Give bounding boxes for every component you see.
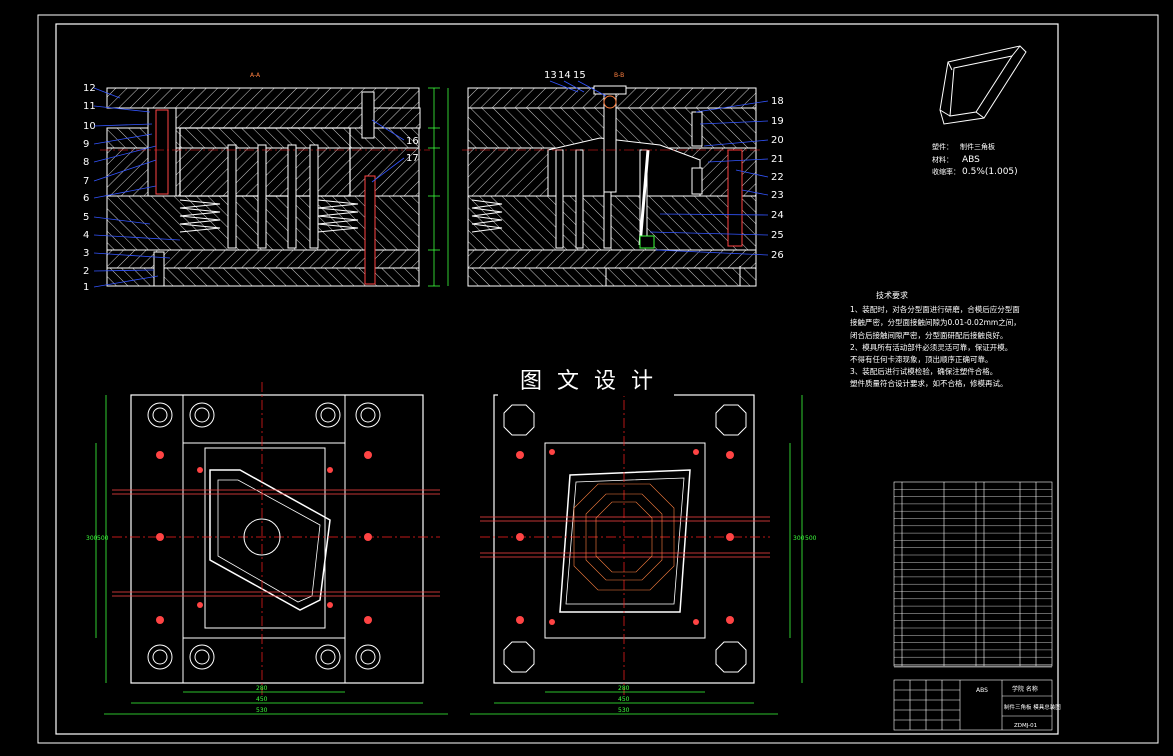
- plan-left-dim-side-1: 300: [86, 535, 98, 542]
- title-block-material: ABS: [976, 687, 988, 694]
- part-shrink-value: 0.5%(1.005): [962, 167, 1018, 177]
- part-no-20: 20: [771, 135, 784, 146]
- part-no-6: 6: [83, 193, 89, 204]
- plan-right-dim-bottom-2: 450: [618, 696, 630, 703]
- part-sketch: [939, 45, 1027, 125]
- tech-requirements: 技术要求 1、装配时，对各分型面进行研磨，合模后应分型面 接触严密，分型面接触间…: [850, 290, 1021, 388]
- plan-right-dim-side-2: 500: [805, 535, 817, 542]
- part-no-2: 2: [83, 266, 89, 277]
- part-material-value: ABS: [962, 155, 980, 165]
- tech-req-line-6: 3、装配后进行试模检验，确保注塑件合格。: [850, 366, 997, 376]
- tech-req-line-2: 接触严密，分型面接触间隙为0.01-0.02mm之间，: [850, 317, 1021, 327]
- title-block-school: 学院 名称: [1012, 685, 1038, 693]
- part-no-23: 23: [771, 190, 784, 201]
- part-number-labels-left: 12 11 10 9 8 7 6 5 4 3 2 1: [83, 83, 181, 293]
- plan-left-dim-bottom-3: 530: [256, 707, 268, 714]
- part-no-4: 4: [83, 230, 89, 241]
- part-no-12: 12: [83, 83, 96, 94]
- part-name-label: 塑件：: [932, 142, 953, 151]
- part-no-18: 18: [771, 96, 784, 107]
- title-block-drawing-no: ZDMJ-01: [1014, 723, 1037, 729]
- part-no-7: 7: [83, 176, 89, 187]
- part-name-value: 制件三角板: [960, 142, 995, 151]
- part-no-8: 8: [83, 157, 89, 168]
- part-no-25: 25: [771, 230, 784, 241]
- section-label-right: B-B: [614, 72, 624, 79]
- outer-border: [37, 14, 1159, 744]
- part-no-24: 24: [771, 210, 784, 221]
- title-block: [893, 666, 1053, 731]
- part-no-17: 17: [406, 153, 419, 164]
- part-info: 塑件： 制件三角板 材料： ABS 收缩率： 0.5%(1.005): [932, 142, 1018, 177]
- part-no-19: 19: [771, 116, 784, 127]
- part-number-labels-middle: 16 17: [371, 119, 419, 183]
- tech-req-line-4: 2、模具所有活动部件必须灵活可靠，保证开模。: [850, 342, 1012, 352]
- part-no-10: 10: [83, 121, 96, 132]
- parts-list-table: [893, 481, 1053, 667]
- plan-left-dim-bottom-2: 450: [256, 696, 268, 703]
- plan-right-dim-bottom-1: 280: [618, 685, 630, 692]
- inner-border: [55, 23, 1059, 735]
- plan-right-dim-side-1: 300: [793, 535, 805, 542]
- section-view-right: B-B: [462, 72, 760, 287]
- part-no-22: 22: [771, 172, 784, 183]
- part-no-5: 5: [83, 212, 89, 223]
- plan-view-left: 280 450 530 300 500: [86, 382, 448, 715]
- part-no-9: 9: [83, 139, 89, 150]
- part-no-14: 14: [558, 70, 571, 81]
- part-shrink-label: 收缩率：: [932, 167, 960, 176]
- part-no-16: 16: [406, 136, 419, 147]
- part-no-26: 26: [771, 250, 784, 261]
- tech-req-line-1: 1、装配时，对各分型面进行研磨，合模后应分型面: [850, 304, 1020, 314]
- watermark-background: [498, 362, 674, 396]
- plan-right-dim-bottom-3: 530: [618, 707, 630, 714]
- part-no-15: 15: [573, 70, 586, 81]
- part-no-11: 11: [83, 101, 96, 112]
- part-number-labels-right: 18 19 20 21 22 23 24 25 26: [649, 96, 784, 261]
- part-no-13: 13: [544, 70, 557, 81]
- part-no-21: 21: [771, 154, 784, 165]
- part-no-3: 3: [83, 248, 89, 259]
- tech-req-line-7: 塑件质量符合设计要求，如不合格，修模再试。: [850, 378, 1008, 388]
- title-block-drawing-name: 制件三角板 模具总装图: [1004, 703, 1061, 711]
- plan-left-dim-bottom-1: 280: [256, 685, 268, 692]
- part-material-label: 材料：: [932, 155, 953, 164]
- plan-left-dim-side-2: 500: [97, 535, 109, 542]
- watermark-title: 图 文 设 计: [520, 369, 657, 394]
- plan-view-right: 280 450 530 300 500: [470, 382, 817, 715]
- section-label-left: A-A: [250, 72, 261, 79]
- tech-req-title: 技术要求: [876, 290, 908, 300]
- part-number-labels-top: 13 14 15: [544, 70, 607, 97]
- section-view-left: A-A: [100, 72, 449, 287]
- parts-list-rows: [894, 489, 1052, 665]
- tech-req-line-5: 不得有任何卡滞现象，顶出顺序正确可靠。: [850, 354, 993, 364]
- tech-req-line-3: 闭合后接触间隙严密，分型面研配后接触良好。: [850, 330, 1008, 340]
- part-no-1: 1: [83, 282, 89, 293]
